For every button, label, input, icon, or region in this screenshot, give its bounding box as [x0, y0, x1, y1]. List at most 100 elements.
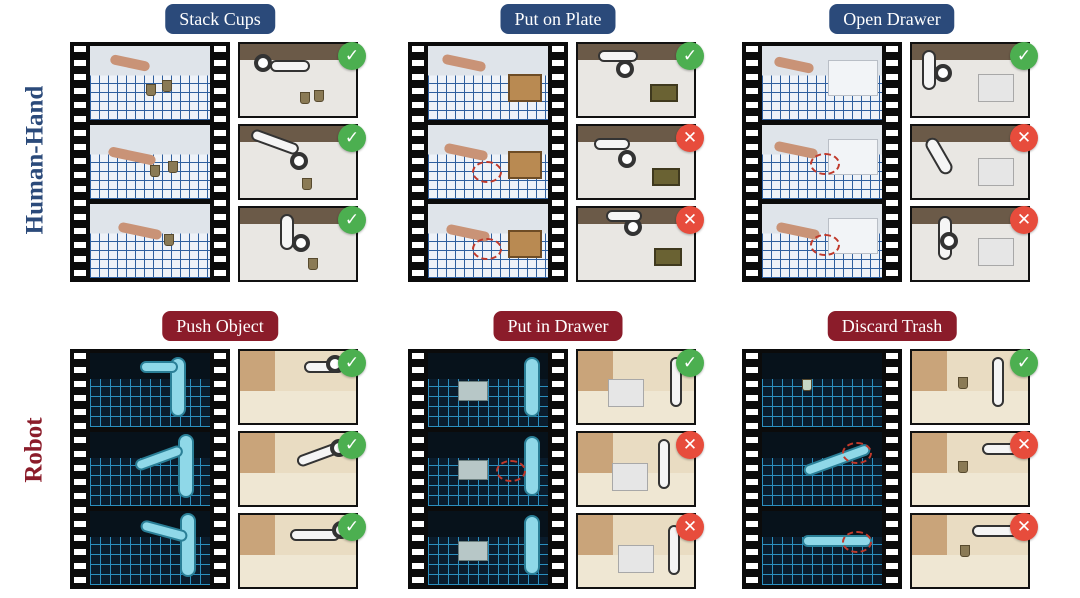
check-icon: ✓	[676, 349, 704, 377]
real-frame-2	[428, 125, 548, 199]
check-icon: ✓	[338, 513, 366, 541]
film-sprocket-holes	[214, 349, 226, 589]
x-icon: ✕	[1010, 124, 1038, 152]
check-icon: ✓	[1010, 42, 1038, 70]
sim-frame-1	[576, 42, 696, 118]
sim-frame-3	[576, 206, 696, 282]
sim-frame-1	[238, 42, 358, 118]
task-title-pill: Discard Trash	[827, 311, 957, 341]
check-icon: ✓	[338, 124, 366, 152]
real-frame-1	[762, 46, 882, 120]
task-title-pill: Stack Cups	[165, 4, 275, 34]
real-frame-3	[428, 511, 548, 585]
film-sprocket-holes	[74, 349, 86, 589]
real-video-filmstrip	[742, 42, 902, 282]
sim-frame-3	[238, 206, 358, 282]
real-frame-1	[428, 353, 548, 427]
film-sprocket-holes	[746, 42, 758, 282]
x-icon: ✕	[676, 206, 704, 234]
sim-frame-2	[238, 124, 358, 200]
generated-sim-column: ✓ ✕ ✕	[910, 42, 1038, 282]
task-open-drawer: Open Drawer ✓ ✕	[742, 4, 1042, 294]
row-label-human-hand-text: Human-Hand	[21, 85, 49, 235]
sim-frame-3	[910, 513, 1030, 589]
film-sprocket-holes	[886, 349, 898, 589]
task-title-pill: Push Object	[162, 311, 278, 341]
film-sprocket-holes	[412, 42, 424, 282]
generated-sim-column: ✓ ✓ ✓	[238, 42, 366, 282]
sim-frame-1	[910, 42, 1030, 118]
film-sprocket-holes	[552, 42, 564, 282]
x-icon: ✕	[1010, 206, 1038, 234]
sim-frame-2	[910, 124, 1030, 200]
x-icon: ✕	[1010, 513, 1038, 541]
task-title-pill: Put on Plate	[500, 4, 616, 34]
failure-highlight-circle	[842, 442, 872, 464]
failure-highlight-circle	[810, 153, 840, 175]
failure-highlight-circle	[472, 238, 502, 260]
row-label-human-hand: Human-Hand	[10, 30, 60, 290]
real-frame-1	[90, 46, 210, 120]
sim-frame-2	[576, 431, 696, 507]
sim-frame-2	[576, 124, 696, 200]
real-frame-2	[762, 432, 882, 506]
real-frame-2	[428, 432, 548, 506]
generated-sim-column: ✓ ✕ ✕	[576, 349, 704, 589]
check-icon: ✓	[676, 42, 704, 70]
check-icon: ✓	[338, 349, 366, 377]
real-video-filmstrip	[742, 349, 902, 589]
task-title-pill: Open Drawer	[829, 4, 955, 34]
x-icon: ✕	[1010, 431, 1038, 459]
row-label-robot: Robot	[10, 305, 60, 595]
row-label-robot-text: Robot	[21, 417, 49, 483]
sim-frame-3	[910, 206, 1030, 282]
check-icon: ✓	[338, 206, 366, 234]
real-frame-2	[90, 432, 210, 506]
generated-sim-column: ✓ ✕ ✕	[576, 42, 704, 282]
real-frame-2	[90, 125, 210, 199]
task-title-pill: Put in Drawer	[493, 311, 623, 341]
sim-frame-3	[576, 513, 696, 589]
failure-highlight-circle	[810, 234, 840, 256]
generated-sim-column: ✓ ✓ ✓	[238, 349, 366, 589]
real-frame-3	[762, 204, 882, 278]
film-sprocket-holes	[886, 42, 898, 282]
real-frame-3	[762, 511, 882, 585]
task-put-on-plate: Put on Plate ✓ ✕	[408, 4, 708, 294]
failure-highlight-circle	[496, 460, 526, 482]
real-frame-1	[762, 353, 882, 427]
sim-frame-3	[238, 513, 358, 589]
task-push-object: Push Object ✓ ✓ ✓	[70, 311, 370, 598]
task-stack-cups: Stack Cups ✓	[70, 4, 370, 294]
real-frame-2	[762, 125, 882, 199]
real-video-filmstrip	[70, 349, 230, 589]
film-sprocket-holes	[412, 349, 424, 589]
check-icon: ✓	[1010, 349, 1038, 377]
x-icon: ✕	[676, 124, 704, 152]
real-frame-3	[90, 204, 210, 278]
check-icon: ✓	[338, 42, 366, 70]
check-icon: ✓	[338, 431, 366, 459]
sim-frame-1	[910, 349, 1030, 425]
sim-frame-1	[576, 349, 696, 425]
x-icon: ✕	[676, 431, 704, 459]
failure-highlight-circle	[472, 161, 502, 183]
real-video-filmstrip	[408, 42, 568, 282]
generated-sim-column: ✓ ✕ ✕	[910, 349, 1038, 589]
task-discard-trash: Discard Trash ✓ ✕ ✕	[742, 311, 1042, 598]
section-divider	[32, 291, 1042, 294]
sim-frame-2	[910, 431, 1030, 507]
failure-highlight-circle	[842, 531, 872, 553]
real-frame-3	[90, 511, 210, 585]
real-frame-1	[90, 353, 210, 427]
film-sprocket-holes	[74, 42, 86, 282]
real-video-filmstrip	[70, 42, 230, 282]
film-sprocket-holes	[552, 349, 564, 589]
task-put-in-drawer: Put in Drawer ✓ ✕ ✕	[408, 311, 708, 598]
x-icon: ✕	[676, 513, 704, 541]
film-sprocket-holes	[214, 42, 226, 282]
film-sprocket-holes	[746, 349, 758, 589]
real-video-filmstrip	[408, 349, 568, 589]
real-frame-1	[428, 46, 548, 120]
real-frame-3	[428, 204, 548, 278]
